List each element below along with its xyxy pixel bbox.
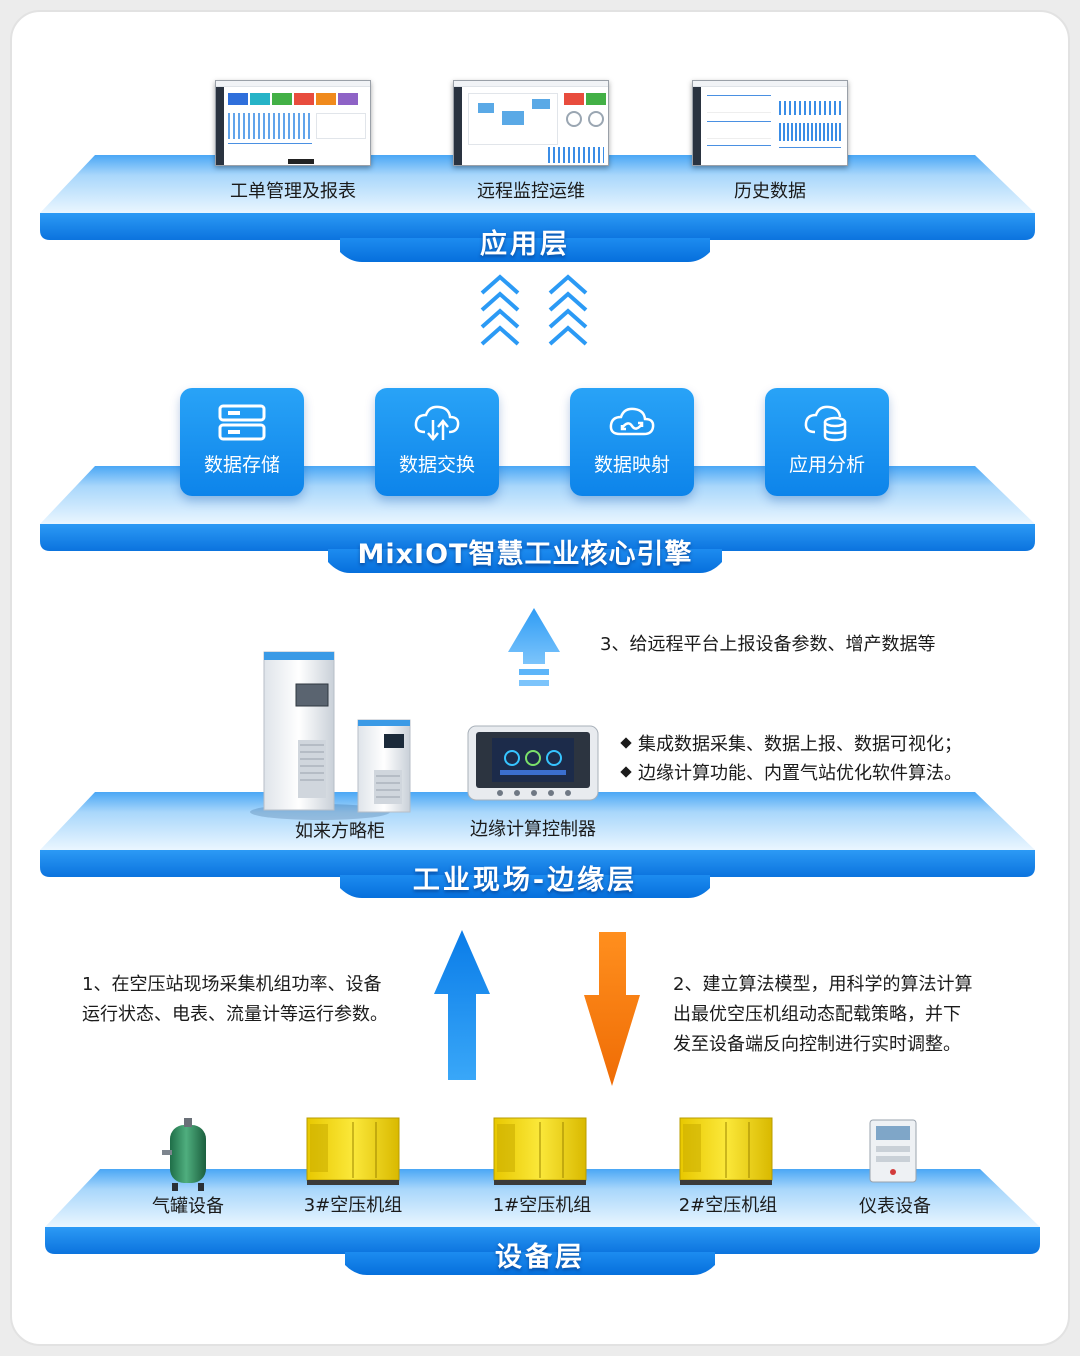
server-icon [180, 404, 304, 442]
module-label: 数据存储 [203, 454, 280, 476]
compressor-3-icon [306, 1117, 400, 1185]
cloud-exchange-icon [375, 404, 499, 442]
collect-note: 1、在空压站现场采集机组功率、设备 运行状态、电表、流量计等运行参数。 [82, 974, 388, 1025]
remote-monitoring-screenshot [453, 80, 609, 166]
edge-controller-icon [467, 725, 599, 801]
control-down-arrow-icon [584, 932, 640, 1086]
compressor-3-label: 3#空压机组 [303, 1195, 403, 1216]
module-label: 数据交换 [398, 454, 475, 476]
history-data-screenshot [692, 80, 848, 166]
meter-icon [869, 1119, 917, 1183]
application-layer-title: 应用层 [480, 229, 570, 260]
module-application-analysis: 应用分析 [765, 388, 889, 496]
collect-up-arrow-icon [434, 930, 490, 1080]
module-data-exchange: 数据交换 [375, 388, 499, 496]
compressor-2-label: 2#空压机组 [678, 1195, 778, 1216]
compressor-1-icon [493, 1117, 587, 1185]
fanglue-cabinet-icon [250, 651, 411, 820]
application-platform [40, 155, 1035, 262]
edge-feature-2: 边缘计算功能、内置气站优化软件算法。 [620, 759, 962, 785]
algorithm-note: 2、建立算法模型，用科学的算法计算 出最优空压机组动态配载策略，并下 发至设备端… [673, 974, 973, 1055]
edge-layer-title: 工业现场-边缘层 [412, 865, 638, 896]
history-data-label: 历史数据 [734, 181, 806, 202]
device-platform [45, 1169, 1040, 1275]
compressor-1-label: 1#空压机组 [492, 1195, 592, 1216]
upload-arrow-icon [508, 608, 560, 686]
edge-controller-label: 边缘计算控制器 [470, 819, 596, 840]
work-order-screenshot [215, 80, 371, 166]
compressor-2-icon [679, 1117, 773, 1185]
meter-label: 仪表设备 [859, 1196, 931, 1217]
air-tank-icon [162, 1118, 206, 1191]
bullet-icon [620, 766, 632, 778]
module-data-mapping: 数据映射 [570, 388, 694, 496]
upload-note: 3、给远程平台上报设备参数、增产数据等 [600, 634, 936, 655]
cloud-mapping-icon [570, 404, 694, 442]
bullet-icon [620, 737, 632, 749]
remote-monitoring-label: 远程监控运维 [477, 181, 585, 202]
engine-layer-title: MixIOT智慧工业核心引擎 [357, 539, 693, 570]
device-layer-title: 设备层 [495, 1242, 585, 1273]
cabinet-label: 如来方略柜 [295, 821, 385, 842]
module-data-storage: 数据存储 [180, 388, 304, 496]
module-label: 应用分析 [788, 454, 865, 476]
air-tank-label: 气罐设备 [152, 1196, 224, 1217]
chevron-up-arrows-icon [480, 274, 588, 346]
module-label: 数据映射 [593, 454, 670, 476]
work-order-label: 工单管理及报表 [230, 181, 356, 202]
database-icon [765, 404, 889, 442]
edge-feature-1: 集成数据采集、数据上报、数据可视化； [620, 730, 962, 756]
